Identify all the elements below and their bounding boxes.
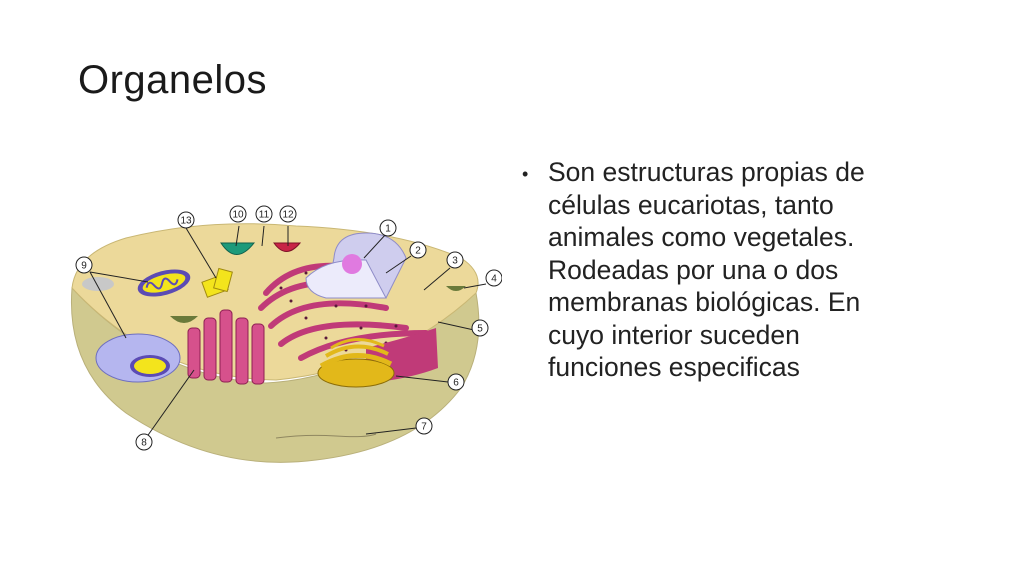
label-5: 5 xyxy=(477,324,483,335)
label-circles xyxy=(75,205,502,451)
vacuole-large xyxy=(95,333,181,383)
label-7: 7 xyxy=(421,422,427,433)
label-12: 12 xyxy=(282,210,294,221)
smooth-er xyxy=(187,309,265,385)
label-11: 11 xyxy=(259,210,270,221)
label-8: 8 xyxy=(141,438,147,449)
label-10: 10 xyxy=(232,210,244,221)
animal-cell-diagram: 1 2 3 4 5 6 7 8 9 10 11 12 13 xyxy=(70,205,502,463)
mitochondrion-top xyxy=(137,269,191,297)
golgi-apparatus xyxy=(317,338,395,388)
bullet-text: Son estructuras propias de células eucar… xyxy=(548,157,865,382)
label-6: 6 xyxy=(453,378,459,389)
label-callouts xyxy=(89,225,487,439)
label-3: 3 xyxy=(452,256,458,267)
lysosome-10 xyxy=(220,242,256,255)
centrioles xyxy=(201,267,233,298)
label-13: 13 xyxy=(180,216,192,227)
label-2: 2 xyxy=(415,246,421,257)
vacuole-4 xyxy=(446,286,466,291)
vesicle xyxy=(82,277,114,291)
bullet-marker: • xyxy=(522,164,529,184)
label-9: 9 xyxy=(81,261,87,272)
label-1: 1 xyxy=(385,224,391,235)
slide-title: Organelos xyxy=(78,58,268,102)
vesicle-12 xyxy=(273,242,302,252)
bullet-list: • Son estructuras propias de células euc… xyxy=(522,156,952,384)
nucleolus xyxy=(342,254,362,274)
peroxisome xyxy=(170,316,198,323)
label-4: 4 xyxy=(491,274,497,285)
membrane-wrinkle xyxy=(275,433,377,439)
nucleus xyxy=(305,232,407,299)
